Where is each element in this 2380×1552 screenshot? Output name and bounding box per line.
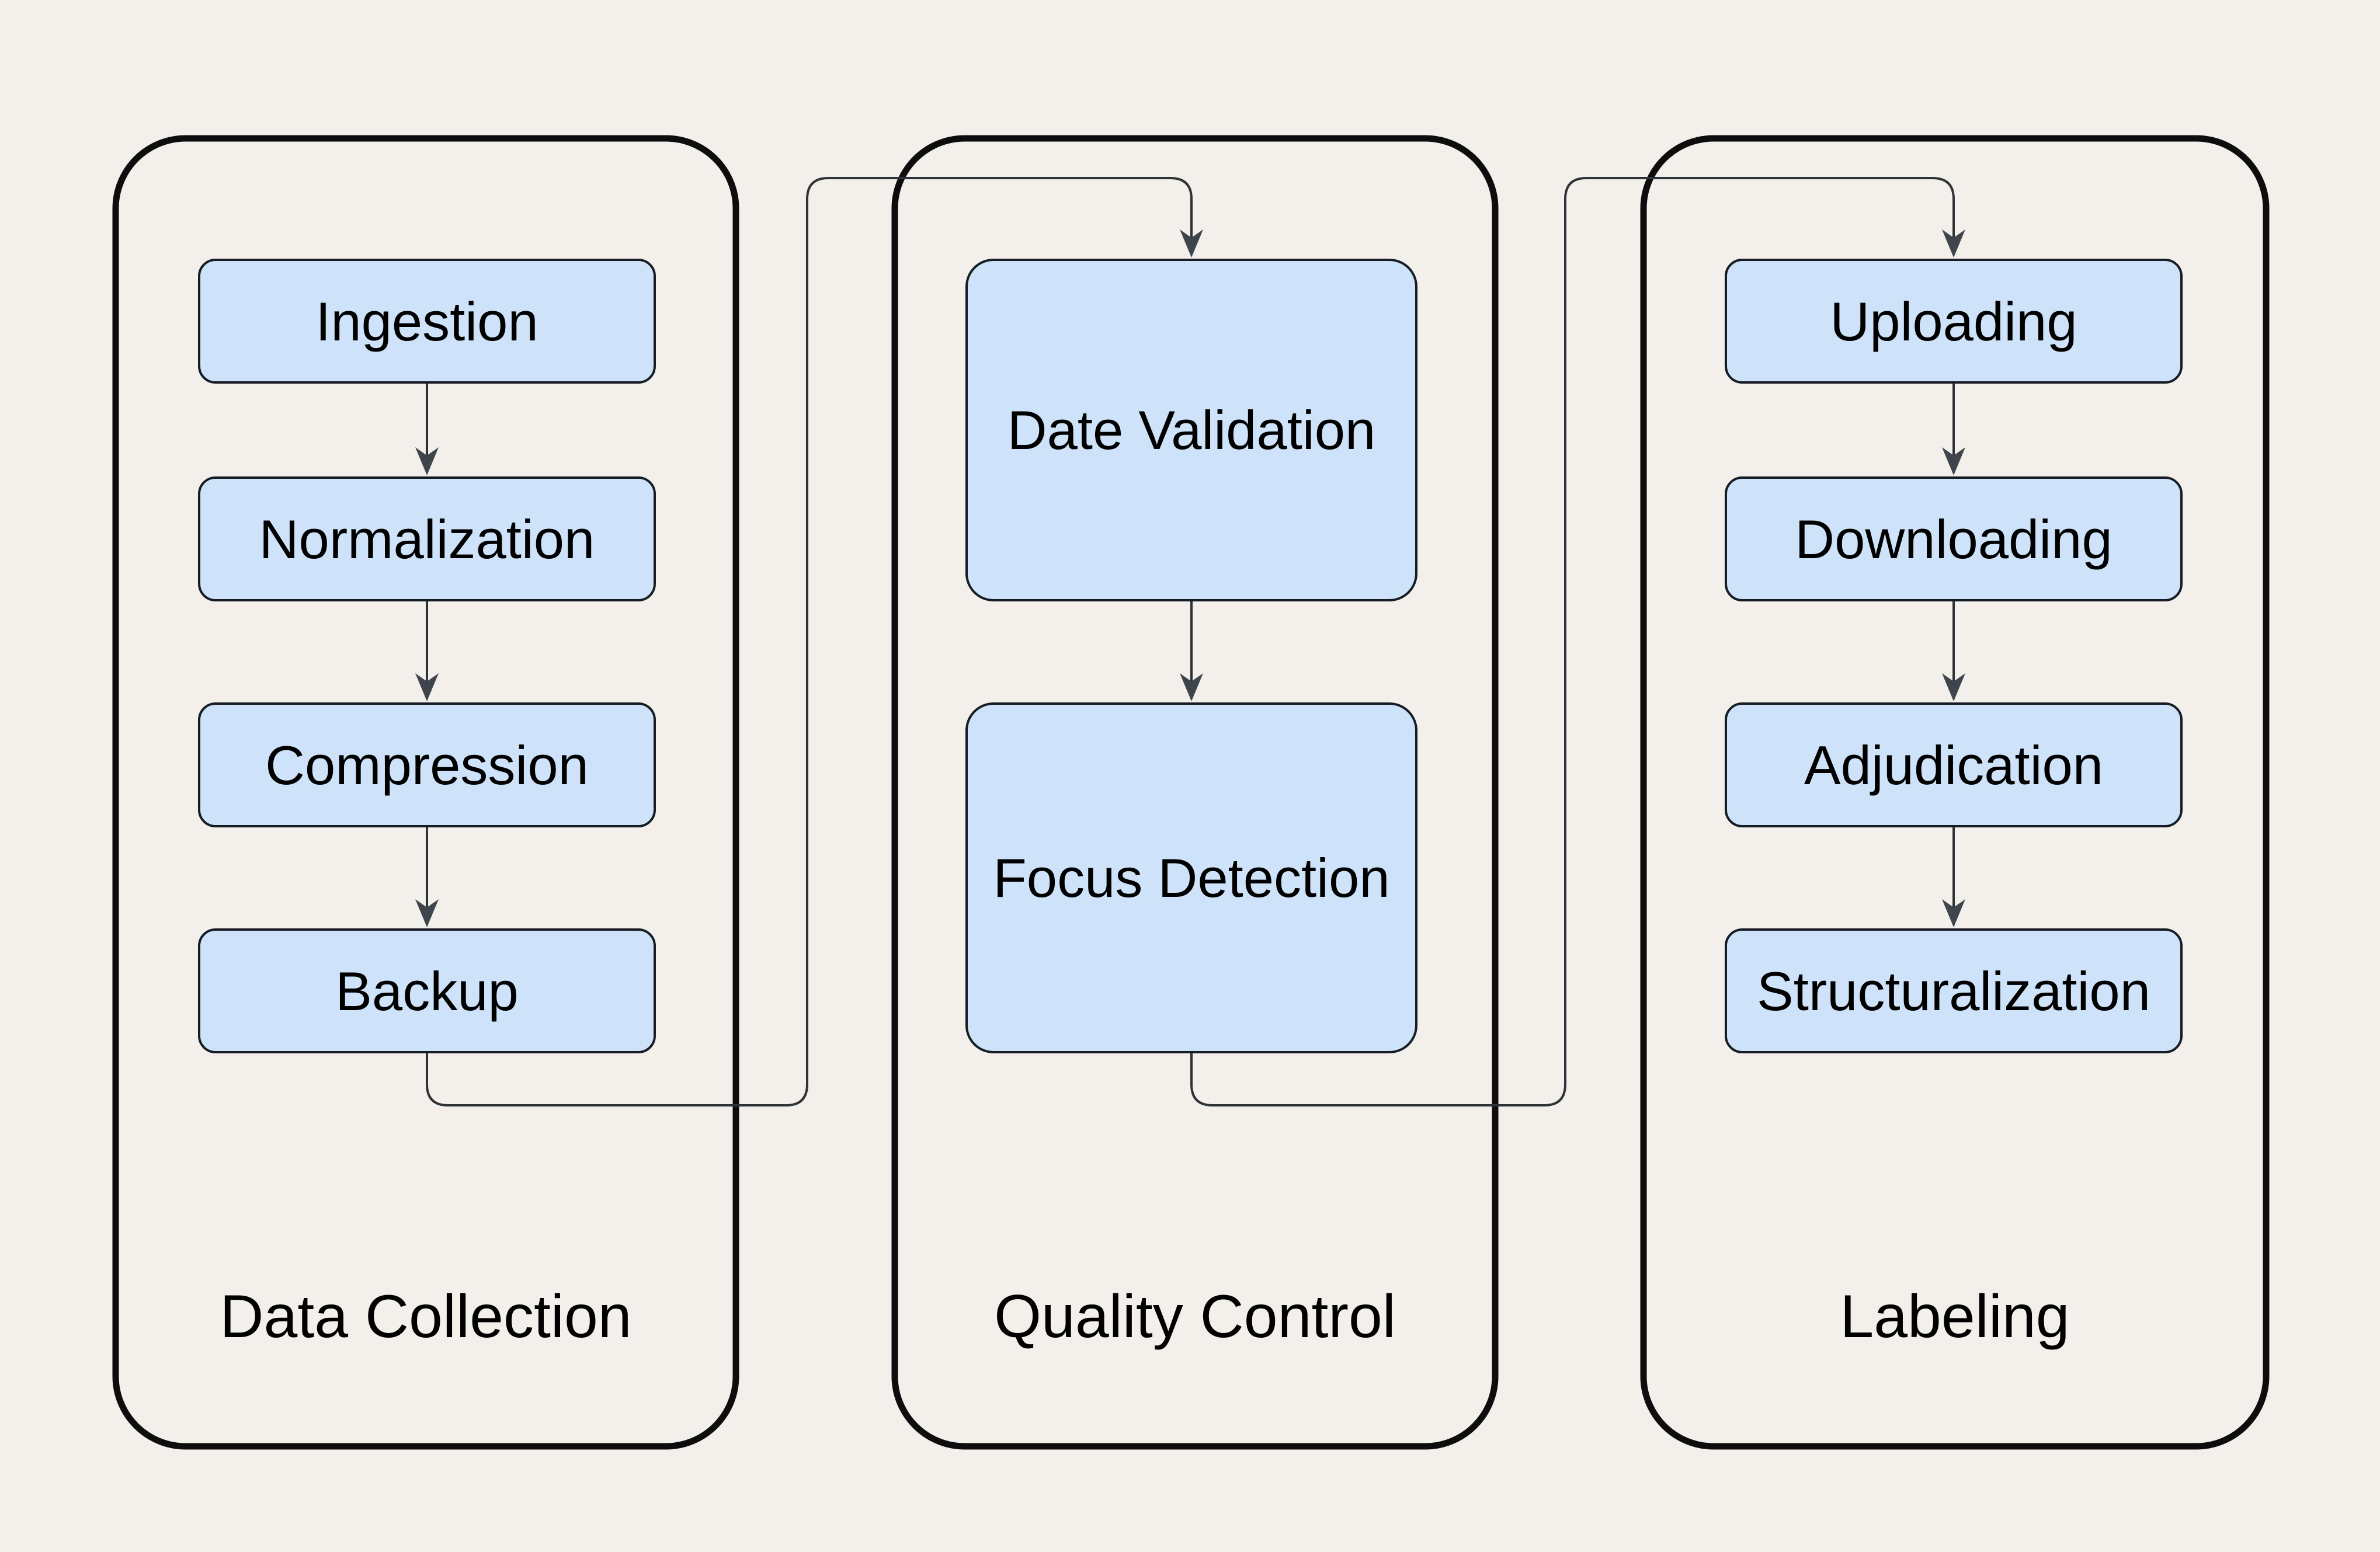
node-uploading [1725,259,2183,384]
group-box-quality-control [891,135,1499,1450]
node-label-normalization: Normalization [259,509,595,570]
edge-focusdetection-uploading [1190,177,1965,1106]
group-box-labeling [1640,135,2270,1450]
node-compression [198,702,656,827]
node-focus-detection [965,702,1417,1053]
node-label-downloading: Downloading [1795,509,2112,570]
group-label-data-collection: Data Collection [220,1283,631,1351]
node-label-uploading: Uploading [1830,291,2077,352]
node-label-focus-detection: Focus Detection [993,847,1389,909]
node-downloading [1725,476,2183,601]
group-label-labeling: Labeling [1840,1283,2069,1351]
edge-backup-datevalidation [426,177,1203,1106]
node-date-validation [965,259,1417,601]
node-label-structuralization: Structuralization [1757,961,2150,1022]
node-backup [198,928,656,1053]
group-label-quality-control: Quality Control [994,1283,1396,1351]
node-label-backup: Backup [335,961,519,1022]
group-box-data-collection [112,135,739,1450]
node-label-adjudication: Adjudication [1804,735,2103,796]
node-label-compression: Compression [265,735,589,796]
node-adjudication [1725,702,2183,827]
node-ingestion [198,259,656,384]
node-label-ingestion: Ingestion [315,291,538,352]
node-label-date-validation: Date Validation [1007,399,1376,461]
node-structuralization [1725,928,2183,1053]
node-normalization [198,476,656,601]
